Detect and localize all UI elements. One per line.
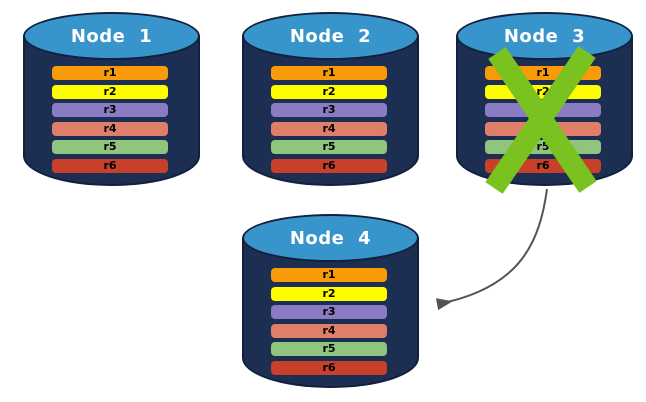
- replica-row-r1: r1: [52, 66, 168, 80]
- failure-x-icon: [485, 46, 597, 194]
- replica-row-r1: r1: [271, 268, 387, 282]
- node-4-title: Node 4: [289, 227, 372, 249]
- node-1: Node 1 r1 r2 r3 r4 r5 r6: [23, 12, 200, 186]
- node-1-replica-rows: r1 r2 r3 r4 r5 r6: [52, 66, 168, 173]
- replica-row-r4: r4: [271, 121, 387, 136]
- replica-row-r5: r5: [271, 342, 387, 356]
- replica-row-r2: r2: [52, 84, 168, 99]
- replica-row-r6: r6: [271, 158, 387, 173]
- replica-row-r3: r3: [52, 103, 168, 117]
- replica-row-r6: r6: [52, 158, 168, 173]
- node-1-title: Node 1: [70, 25, 153, 47]
- node-2: Node 2 r1 r2 r3 r4 r5 r6: [242, 12, 419, 186]
- replica-row-r6: r6: [271, 360, 387, 375]
- replica-row-r2: r2: [271, 286, 387, 301]
- replica-row-r3: r3: [271, 305, 387, 319]
- node-4-replica-rows: r1 r2 r3 r4 r5 r6: [271, 268, 387, 375]
- replica-row-r5: r5: [271, 140, 387, 154]
- replica-row-r1: r1: [271, 66, 387, 80]
- replica-row-r4: r4: [52, 121, 168, 136]
- node-3-title: Node 3: [503, 25, 586, 47]
- replica-row-r5: r5: [52, 140, 168, 154]
- replica-row-r4: r4: [271, 323, 387, 338]
- replica-row-r3: r3: [271, 103, 387, 117]
- node-2-cylinder-top: Node 2: [242, 12, 419, 60]
- node-2-title: Node 2: [289, 25, 372, 47]
- node-2-replica-rows: r1 r2 r3 r4 r5 r6: [271, 66, 387, 173]
- node-4-cylinder-top: Node 4: [242, 214, 419, 262]
- node-4: Node 4 r1 r2 r3 r4 r5 r6: [242, 214, 419, 388]
- node-3-cylinder-top: Node 3: [456, 12, 633, 60]
- replica-row-r2: r2: [271, 84, 387, 99]
- node-1-cylinder-top: Node 1: [23, 12, 200, 60]
